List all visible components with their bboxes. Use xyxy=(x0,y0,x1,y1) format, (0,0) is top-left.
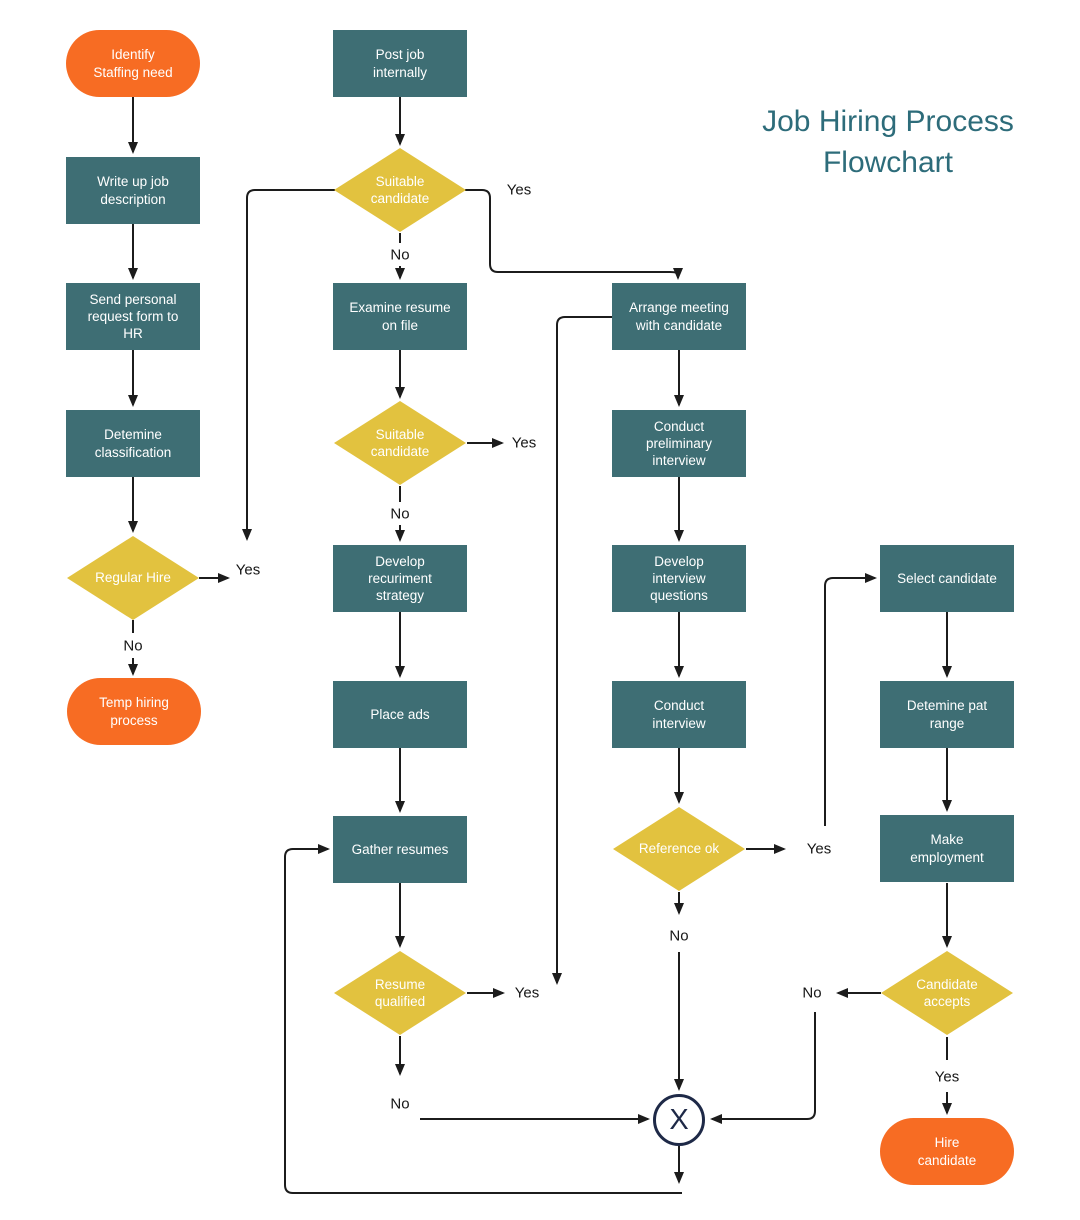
node-examine-resume-on-file: Examine resume on file xyxy=(333,283,467,350)
label-reference-no: No xyxy=(669,927,689,945)
node-conduct-interview: Conduct interview xyxy=(612,681,746,748)
edge-suitable1-left-branch xyxy=(242,189,335,541)
label-suitable1-no: No xyxy=(390,246,410,264)
label-suitable1-yes: Yes xyxy=(506,181,532,199)
node-send-personal-request: Send personal request form to HR xyxy=(66,283,200,350)
label-regular-hire-no: No xyxy=(123,637,143,655)
node-temp-hiring-process: Temp hiring process xyxy=(67,678,201,745)
label-reference-yes: Yes xyxy=(806,840,832,858)
node-determine-classification: Detemine classification xyxy=(66,410,200,477)
edge-referenceyes-to-select xyxy=(824,573,877,826)
node-gather-resumes: Gather resumes xyxy=(333,816,467,883)
node-junction-x: X xyxy=(653,1094,705,1146)
node-conduct-preliminary-interview: Conduct preliminary interview xyxy=(612,410,746,477)
node-arrange-meeting: Arrange meeting with candidate xyxy=(612,283,746,350)
label-regular-hire-yes: Yes xyxy=(235,561,261,579)
edge-arrange-left-down-path xyxy=(552,316,612,985)
label-accepts-no: No xyxy=(802,984,822,1002)
label-accepts-yes: Yes xyxy=(934,1068,960,1086)
node-determine-pay-range: Detemine pat range xyxy=(880,681,1014,748)
node-place-ads: Place ads xyxy=(333,681,467,748)
node-identify-staffing-need: Identify Staffing need xyxy=(66,30,200,97)
chart-title-line1: Job Hiring Process xyxy=(762,105,1014,138)
label-resume-yes: Yes xyxy=(514,984,540,1002)
node-hire-candidate: Hire candidate xyxy=(880,1118,1014,1185)
node-write-up-job-description: Write up job description xyxy=(66,157,200,224)
chart-title: Job Hiring Process Flowchart xyxy=(698,101,1078,183)
label-suitable2-yes: Yes xyxy=(511,434,537,452)
node-develop-recruitment-strategy: Develop recuriment strategy xyxy=(333,545,467,612)
edge-acceptsno-to-junction xyxy=(710,1012,816,1124)
node-develop-interview-questions: Develop interview questions xyxy=(612,545,746,612)
node-select-candidate: Select candidate xyxy=(880,545,1014,612)
edge-loop-to-gather xyxy=(284,844,682,1194)
edge-suitable1-yes-path xyxy=(465,189,683,280)
label-suitable2-no: No xyxy=(390,505,410,523)
node-make-employment: Make employment xyxy=(880,815,1014,882)
node-post-job-internally: Post job internally xyxy=(333,30,467,97)
chart-title-line2: Flowchart xyxy=(822,146,954,179)
label-resume-no: No xyxy=(390,1095,410,1113)
